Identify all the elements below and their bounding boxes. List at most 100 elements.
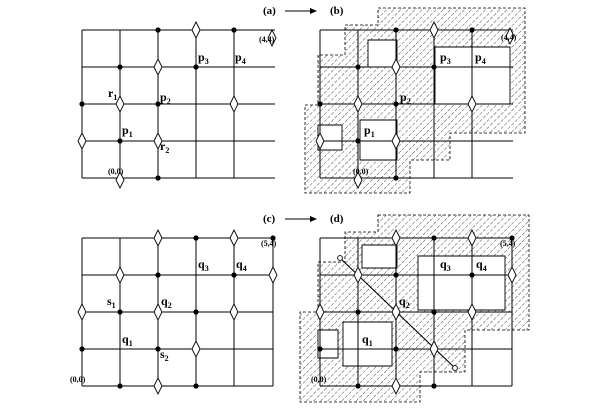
- diamond-marker: [229, 94, 239, 114]
- diamond-marker: [153, 228, 163, 248]
- corner-origin-label: (0,0): [70, 375, 86, 384]
- point-label-q4: q4: [236, 257, 247, 273]
- diamond-marker: [115, 94, 125, 114]
- panel-b-labels: (4,4) (0,0) p1 p2 p3 p4: [353, 33, 517, 176]
- diamond-marker: [153, 57, 163, 77]
- diamond-marker: [191, 20, 201, 40]
- diamond-marker: [315, 302, 325, 322]
- diamond-marker: [391, 57, 401, 77]
- panel-a-lines: [81, 29, 275, 179]
- point-label-p1: p1: [364, 123, 375, 139]
- lattice-point: [393, 101, 399, 107]
- diamond-marker: [507, 265, 517, 285]
- lattice-point: [155, 175, 161, 181]
- point-label-p2: p2: [160, 90, 171, 106]
- diamond-marker: [153, 376, 163, 396]
- lattice-point: [317, 101, 323, 107]
- diamond-marker: [153, 302, 163, 322]
- diamond-marker: [153, 131, 163, 151]
- diamond-marker: [77, 131, 87, 151]
- lattice-point: [155, 272, 161, 278]
- panel-d-grid: (5,4) (0,0) q1 q2 q3 q4: [299, 214, 530, 403]
- lattice-point: [317, 346, 323, 352]
- panel-c-dots: [79, 235, 276, 389]
- open-point: [337, 255, 343, 261]
- lattice-point: [469, 27, 475, 33]
- lattice-point: [431, 309, 437, 315]
- corner-end-label: (5,4): [261, 239, 277, 248]
- diamond-marker: [429, 339, 439, 359]
- lattice-point: [193, 235, 199, 241]
- corner-end-label: (5,4): [500, 239, 516, 248]
- lattice-point: [431, 64, 437, 70]
- lattice-point: [431, 235, 437, 241]
- diamond-marker: [467, 94, 477, 114]
- panel-b-grid: (4,4) (0,0) p1 p2 p3 p4: [304, 7, 526, 194]
- corner-origin-label: (0,0): [108, 167, 124, 176]
- point-label-q3: q3: [198, 257, 209, 273]
- lattice-point: [431, 383, 437, 389]
- lattice-point: [355, 383, 361, 389]
- lattice-point: [355, 309, 361, 315]
- diamond-marker: [229, 302, 239, 322]
- region-hole: [417, 255, 506, 311]
- point-label-q2: q2: [399, 294, 410, 310]
- lattice-point: [509, 235, 515, 241]
- lattice-point: [79, 346, 85, 352]
- diamond-marker: [268, 265, 278, 285]
- panel-b-dots: [317, 27, 475, 181]
- lattice-point: [393, 346, 399, 352]
- point-label-q4: q4: [476, 257, 487, 273]
- panel-d-dots: [317, 235, 515, 389]
- panel-b-hatched-region: [304, 7, 526, 194]
- panel-a-grid: (4,4) (0,0) p1 p2 p3 p4 r1 r2: [77, 20, 277, 190]
- panel-d-labels: (5,4) (0,0) q1 q2 q3 q4: [311, 239, 516, 384]
- point-label-r1: r1: [108, 86, 117, 102]
- lattice-point: [393, 175, 399, 181]
- corner-origin-label: (0,0): [311, 375, 327, 384]
- diamond-marker: [391, 302, 401, 322]
- diamond-marker: [115, 170, 125, 190]
- panel-label-a: (a): [263, 5, 276, 17]
- region-hole: [367, 39, 398, 68]
- lattice-point: [469, 272, 475, 278]
- lattice-point: [231, 272, 237, 278]
- diamond-marker: [467, 302, 477, 322]
- diamond-marker: [391, 228, 401, 248]
- point-label-r2: r2: [160, 139, 169, 155]
- lattice-point: [155, 101, 161, 107]
- lattice-point: [117, 64, 123, 70]
- diamond-marker: [353, 265, 363, 285]
- lattice-point: [117, 383, 123, 389]
- panel-c-lines: [81, 237, 274, 387]
- diamond-marker: [467, 228, 477, 248]
- diamond-marker: [267, 28, 277, 48]
- region-hole: [342, 321, 393, 367]
- corner-origin-label: (0,0): [353, 167, 369, 176]
- point-label-q3: q3: [440, 257, 451, 273]
- diamond-marker: [229, 228, 239, 248]
- panel-d-hatched-region: [299, 214, 530, 403]
- lattice-point: [355, 64, 361, 70]
- lattice-point: [117, 309, 123, 315]
- point-label-q1: q1: [362, 332, 373, 348]
- point-label-q2: q2: [161, 294, 172, 310]
- point-label-p3: p3: [440, 50, 451, 66]
- arrow-a-to-b: (a) (b): [263, 5, 344, 17]
- lattice-point: [155, 346, 161, 352]
- region-hole: [361, 244, 398, 269]
- point-label-p4: p4: [475, 50, 486, 66]
- panel-b-diamonds: [315, 20, 515, 190]
- diamond-marker: [191, 339, 201, 359]
- diamond-marker: [391, 131, 401, 151]
- region-hole: [317, 329, 339, 359]
- lattice-point: [193, 383, 199, 389]
- panel-label-c: (c): [263, 213, 276, 225]
- lattice-point: [117, 138, 123, 144]
- diamond-marker: [77, 302, 87, 322]
- point-label-s2: s2: [160, 347, 169, 363]
- point-label-q1: q1: [122, 332, 133, 348]
- lattice-point: [155, 27, 161, 33]
